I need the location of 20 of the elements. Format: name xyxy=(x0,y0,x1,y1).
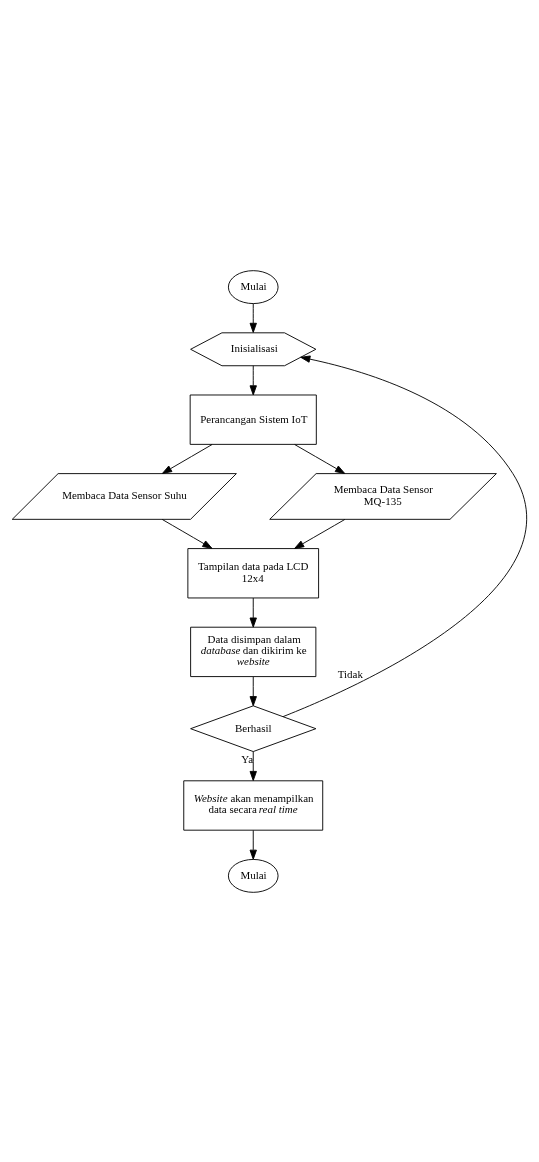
arrow xyxy=(282,355,527,717)
arrow xyxy=(249,302,257,333)
arrow xyxy=(294,518,346,549)
edge-label: Tidak xyxy=(337,667,363,680)
arrow xyxy=(249,676,257,706)
node-diamond: Berhasil xyxy=(190,704,317,752)
arrow xyxy=(249,597,257,628)
edge-label: Ya xyxy=(241,752,254,765)
arrow xyxy=(161,518,213,549)
node-box: Data disimpan dalam database dan dikirim ke website xyxy=(190,626,317,677)
node-box: Perancangan Sistem IoT xyxy=(189,394,317,445)
node-box: Tampilan data pada LCD 12x4 xyxy=(187,547,320,598)
node-ellipse: Mulai xyxy=(227,858,279,893)
node-box: Website akan menampilkan data secara real time xyxy=(183,779,324,831)
node-ellipse: Mulai xyxy=(227,269,279,304)
arrow xyxy=(249,829,257,860)
arrow xyxy=(294,443,346,474)
arrow xyxy=(249,364,257,395)
arrow xyxy=(162,443,213,474)
arrow xyxy=(249,750,257,781)
